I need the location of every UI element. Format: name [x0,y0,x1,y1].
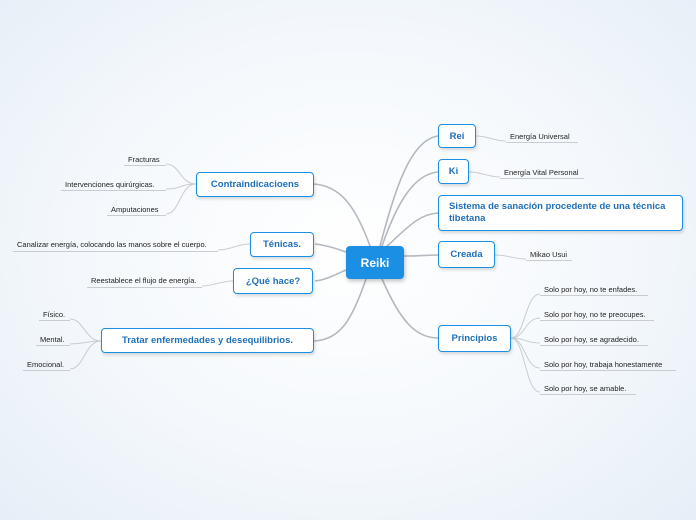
leaf-underline [87,287,202,288]
leaf-principios-1[interactable]: Solo por hoy, no te preocupes. [544,310,646,319]
topic-que-hace-label: ¿Qué hace? [245,275,301,287]
topic-contraindicaciones-label: Contraindicacioens [210,179,300,190]
leaf-ki-0[interactable]: Energía Vital Personal [504,168,579,177]
topic-creada-label: Creada [450,249,483,260]
leaf-underline [506,142,578,143]
leaf-underline [540,345,648,346]
leaf-underline [107,215,166,216]
leaf-underline [23,370,70,371]
leaf-tratar-2[interactable]: Emocional. [27,360,65,369]
leaf-underline [13,251,218,252]
leaf-underline [540,370,676,371]
topic-principios[interactable]: Principios [438,325,511,352]
leaf-que-hace-0[interactable]: Reestablece el flujo de energía. [91,276,197,285]
leaf-underline [540,320,654,321]
topic-tenicas[interactable]: Ténicas. [250,232,314,257]
leaf-rei-0[interactable]: Energía Universal [510,132,570,141]
topic-creada[interactable]: Creada [438,241,495,268]
leaf-contra-1[interactable]: Intervenciones quirúrgicas. [65,180,155,189]
leaf-contra-2[interactable]: Amputaciones [111,205,159,214]
leaf-principios-2[interactable]: Solo por hoy, se agradecido. [544,335,639,344]
root-node[interactable]: Reiki [346,246,404,279]
leaf-tenicas-0[interactable]: Canalizar energía, colocando las manos s… [17,240,207,249]
leaf-underline [540,394,636,395]
leaf-tratar-1[interactable]: Mental. [40,335,65,344]
leaf-creada-0[interactable]: Mikao Usui [530,250,568,259]
topic-rei-label: Rei [449,130,465,142]
leaf-principios-4[interactable]: Solo por hoy, se amable. [544,384,627,393]
leaf-underline [61,190,166,191]
root-label: Reiki [360,255,390,270]
topic-ki-label: Ki [448,166,459,177]
topic-tratar[interactable]: Tratar enfermedades y desequilibrios. [101,328,314,353]
leaf-underline [526,260,572,261]
topic-tratar-label: Tratar enfermedades y desequilibrios. [121,335,294,346]
topic-sistema[interactable]: Sistema de sanación procedente de una té… [438,195,683,231]
topic-principios-label: Principios [451,333,498,344]
leaf-underline [124,165,166,166]
leaf-underline [500,178,584,179]
leaf-principios-0[interactable]: Solo por hoy, no te enfades. [544,285,638,294]
topic-que-hace[interactable]: ¿Qué hace? [233,268,313,294]
topic-sistema-label: Sistema de sanación procedente de una té… [449,201,666,224]
topic-rei[interactable]: Rei [438,124,476,148]
leaf-contra-0[interactable]: Fracturas [128,155,160,164]
leaf-tratar-0[interactable]: Físico. [43,310,66,319]
topic-tenicas-label: Ténicas. [262,239,302,250]
leaf-underline [540,295,648,296]
topic-ki[interactable]: Ki [438,159,469,184]
leaf-underline [36,345,70,346]
topic-contraindicaciones[interactable]: Contraindicacioens [196,172,314,197]
leaf-principios-3[interactable]: Solo por hoy, trabaja honestamente [544,360,663,369]
leaf-underline [39,320,70,321]
